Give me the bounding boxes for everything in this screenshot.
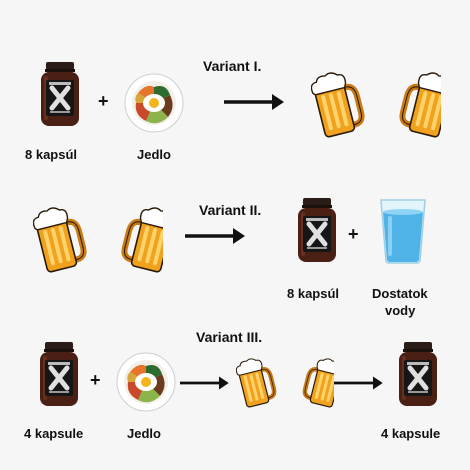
food-bowl-icon bbox=[124, 73, 184, 133]
water-glass-icon bbox=[379, 198, 427, 264]
water-label-line2: vody bbox=[385, 303, 416, 318]
variant-1-title: Variant I. bbox=[203, 58, 262, 74]
beer-mugs-icon bbox=[33, 195, 163, 285]
plus-sign: + bbox=[348, 224, 359, 244]
capsule-bottle-icon bbox=[297, 198, 337, 263]
capsule-bottle-icon bbox=[39, 342, 79, 407]
plus-sign: + bbox=[98, 91, 109, 111]
capsule-bottle-icon bbox=[398, 342, 438, 407]
variant-3-title: Variant III. bbox=[196, 329, 263, 345]
food-label: Jedlo bbox=[127, 426, 161, 441]
capsules-label: 8 kapsúl bbox=[25, 147, 78, 162]
arrow-right-icon bbox=[224, 92, 288, 112]
arrow-right-icon bbox=[185, 226, 249, 246]
arrow-right-icon bbox=[180, 373, 232, 393]
capsule-bottle-icon bbox=[40, 62, 80, 127]
food-label: Jedlo bbox=[137, 147, 171, 162]
plus-sign: + bbox=[90, 370, 101, 390]
capsules-after-label: 4 kapsule bbox=[381, 426, 441, 441]
capsules-label: 8 kapsúl bbox=[287, 286, 340, 301]
capsules-before-label: 4 kapsule bbox=[24, 426, 84, 441]
food-bowl-icon bbox=[116, 352, 176, 412]
beer-mugs-icon bbox=[311, 60, 441, 150]
arrow-right-icon bbox=[334, 373, 386, 393]
variant-2-title: Variant II. bbox=[199, 202, 262, 218]
water-label-line1: Dostatok bbox=[372, 286, 428, 301]
beer-mugs-icon bbox=[236, 349, 334, 417]
